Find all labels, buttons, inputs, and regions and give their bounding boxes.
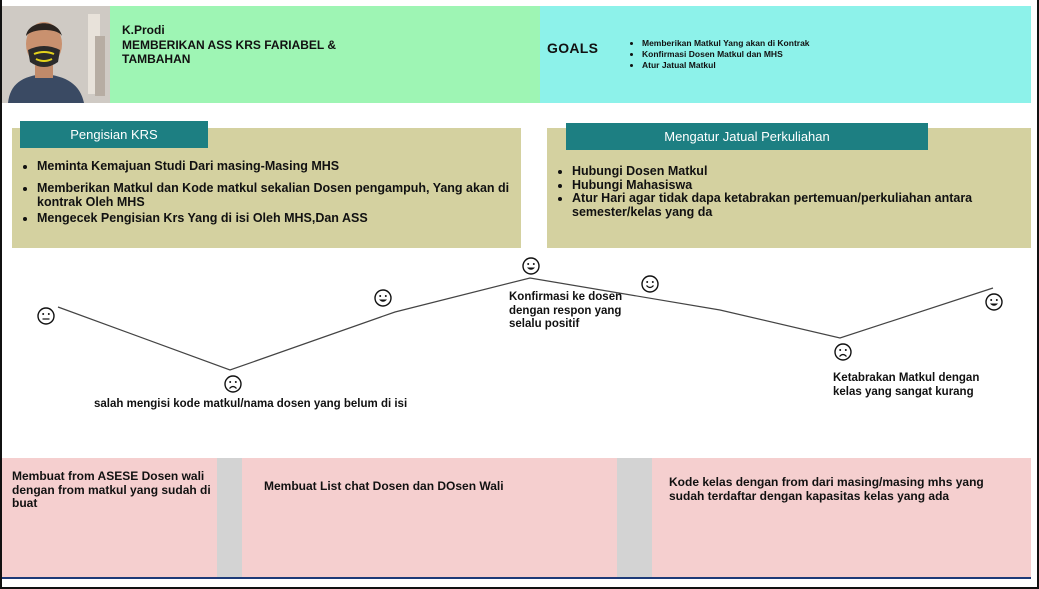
stage-action-item: Atur Hari agar tidak dapa ketabrakan per… [572,191,1031,219]
emotion-journey [37,257,1003,393]
persona-description: MEMBERIKAN ASS KRS FARIABEL & TAMBAHAN [122,38,337,66]
opportunity-text: Kode kelas dengan from dari masing/masin… [669,475,984,503]
opportunity-text: Membuat List chat Dosen dan DOsen Wali [264,479,504,493]
stage-action-item: Hubungi Mahasiswa [572,178,1031,193]
bottom-rule [0,577,1031,579]
sad-face-icon [224,375,242,393]
opportunity-card: Membuat from ASESE Dosen wali dengan fro… [0,458,217,578]
opportunity-card: Membuat List chat Dosen dan DOsen Wali [242,458,617,578]
opportunity-divider [617,458,652,578]
stage-action-item: Hubungi Dosen Matkul [572,164,1031,179]
stage-actions-list: Hubungi Dosen Matkul Hubungi Mahasiswa A… [547,128,1031,219]
sad-face-icon [834,343,852,361]
goals-title: GOALS [547,40,599,56]
goal-item: Konfirmasi Dosen Matkul dan MHS [642,49,810,60]
stage-action-item: Meminta Kemajuan Studi Dari masing-Masin… [37,159,521,173]
goals-list: Memberikan Matkul Yang akan di Kontrak K… [628,38,810,71]
persona-box: K.Prodi MEMBERIKAN ASS KRS FARIABEL & TA… [110,6,540,103]
stage-panel-pengisian-krs: Meminta Kemajuan Studi Dari masing-Masin… [12,128,521,248]
journey-annotation-peak: Konfirmasi ke dosen dengan respon yang s… [509,291,623,330]
journey-annotation-pain-point: Ketabrakan Matkul dengan kelas yang sang… [833,372,980,398]
webcam-video-thumbnail [0,6,110,103]
journey-annotation-low-point: salah mengisi kode matkul/nama dosen yan… [94,398,408,410]
happy-face-icon [374,289,392,307]
opportunity-card: Kode kelas dengan from dari masing/masin… [652,458,1031,578]
stage-action-item: Mengecek Pengisian Krs Yang di isi Oleh … [37,211,521,225]
happy-face-icon [641,275,659,293]
neutral-face-icon [37,307,55,325]
stage-tab-mengatur-jadwal: Mengatur Jatual Perkuliahan [566,123,928,150]
goals-box: GOALS Memberikan Matkul Yang akan di Kon… [540,6,1031,103]
video-person-icon [0,6,110,103]
persona-role: K.Prodi [122,23,165,37]
opportunity-divider [217,458,242,578]
stage-actions-list: Meminta Kemajuan Studi Dari masing-Masin… [12,128,521,225]
goal-item: Memberikan Matkul Yang akan di Kontrak [642,38,810,49]
emotion-curve [57,277,994,371]
goal-item: Atur Jatual Matkul [642,60,810,71]
stage-tab-pengisian-krs: Pengisian KRS [20,121,208,148]
opportunity-text: Membuat from ASESE Dosen wali dengan fro… [12,469,211,510]
happy-face-icon [985,293,1003,311]
happy-face-icon [522,257,540,275]
stage-action-item: Memberikan Matkul dan Kode matkul sekali… [37,181,521,209]
